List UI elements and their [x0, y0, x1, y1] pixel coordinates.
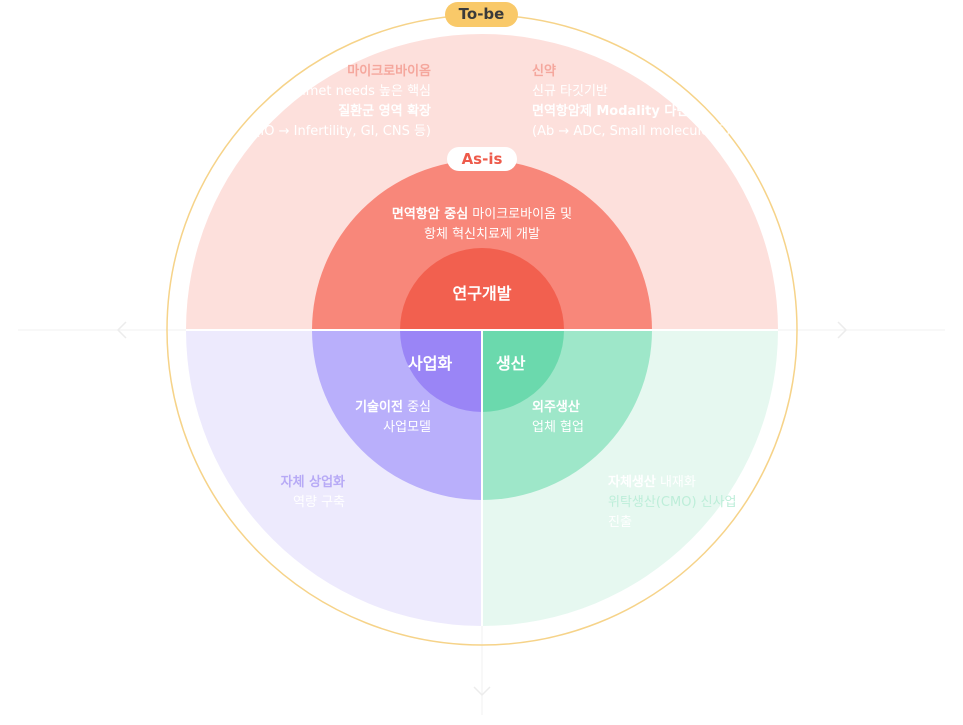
asis-production-block: 외주생산 업체 협업: [532, 398, 584, 438]
center-research-sector: [400, 248, 564, 330]
asis-commercial-bold: 기술이전: [355, 400, 403, 415]
center-commercial-label: 사업화: [408, 354, 453, 373]
center-commercial-sector: [400, 330, 482, 412]
asis-badge: As-is: [447, 147, 517, 171]
asis-research-rest: 마이크로바이옴 및: [468, 207, 573, 222]
tobe-newdrug-block: 신약 신규 타깃기반 면역항암제 Modality 다변화 (Ab → ADC,…: [532, 62, 730, 142]
tobe-microbiome-title: 마이크로바이옴: [347, 64, 431, 79]
tobe-newdrug-line2: 신규 타깃기반: [532, 84, 608, 99]
tobe-microbiome-line3: 질환군 영역 확장: [338, 104, 431, 119]
asis-production-bold: 외주생산: [532, 400, 580, 415]
tobe-commercial-line2: 역량 구축: [293, 495, 345, 510]
tobe-newdrug-line4: (Ab → ADC, Small molecule 등): [532, 124, 731, 139]
tobe-production-bold: 자체생산: [608, 475, 656, 490]
center-research-label: 연구개발: [452, 284, 512, 303]
right-arrow-icon: [837, 321, 848, 339]
tobe-commercial-bold: 자체 상업화: [280, 475, 345, 490]
left-arrow-icon: [116, 321, 127, 339]
asis-research-line2: 항체 혁신치료제 개발: [424, 227, 540, 242]
tobe-production-line3: 진출: [608, 515, 632, 530]
tobe-commercial-block: 자체 상업화 역량 구축: [281, 473, 345, 513]
center-production-sector: [482, 330, 564, 412]
down-arrow-icon: [473, 686, 491, 697]
asis-commercial-rest: 중심: [402, 400, 431, 415]
tobe-newdrug-line3: 면역항암제 Modality 다변화: [532, 104, 701, 119]
tobe-production-rest: 내재화: [655, 475, 696, 490]
asis-production-line2: 업체 협업: [532, 420, 584, 435]
asis-research-block: 면역항암 중심 마이크로바이옴 및 항체 혁신치료제 개발: [332, 205, 632, 245]
tobe-newdrug-title: 신약: [532, 64, 556, 79]
tobe-microbiome-block: 마이크로바이옴 Unmet needs 높은 핵심 질환군 영역 확장 (IO …: [255, 62, 431, 142]
asis-commercial-line2: 사업모델: [383, 420, 431, 435]
asis-research-sector: [312, 160, 652, 330]
tobe-production-block: 자체생산 내재화 위탁생산(CMO) 신사업 진출: [608, 473, 737, 533]
tobe-microbiome-line4: (IO → Infertility, GI, CNS 등): [255, 124, 431, 139]
tobe-production-line2: 위탁생산(CMO) 신사업: [608, 495, 737, 510]
asis-research-bold: 면역항암 중심: [391, 207, 469, 222]
tobe-badge: To-be: [445, 2, 518, 27]
asis-commercial-block: 기술이전 중심 사업모델: [355, 398, 431, 438]
center-production-label: 생산: [496, 354, 526, 373]
tobe-microbiome-line2: Unmet needs 높은 핵심: [287, 84, 431, 99]
